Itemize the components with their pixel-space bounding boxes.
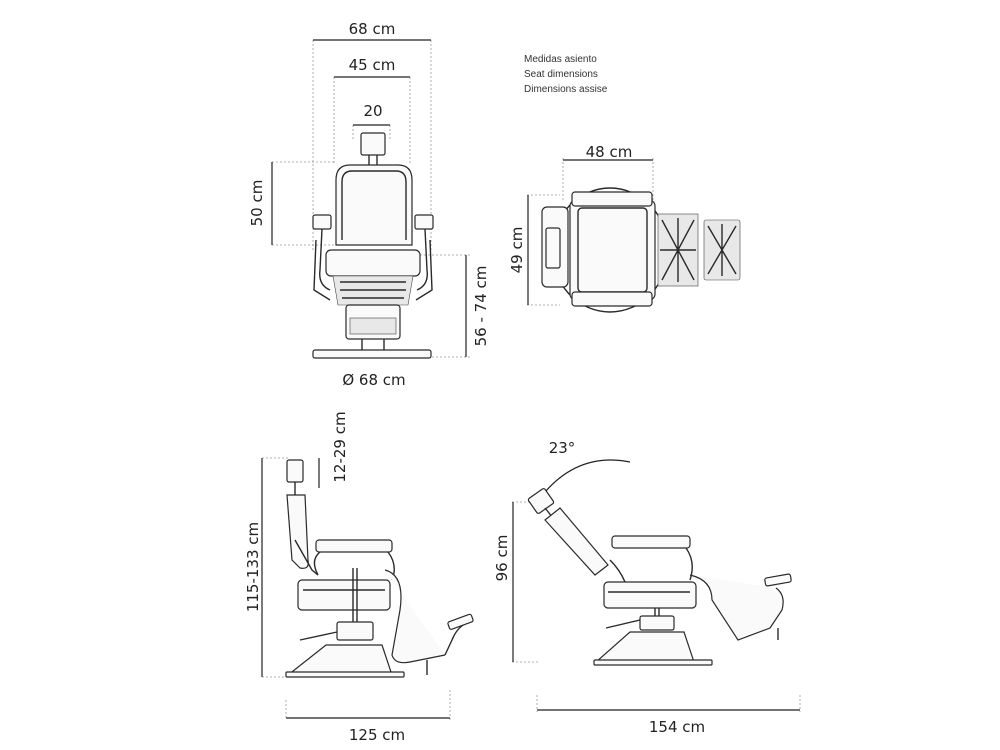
left-armrest-front: [312, 214, 332, 230]
footrest-bar-side: [384, 569, 446, 664]
label-side-length: 125 cm: [349, 726, 405, 744]
label-reclined-height: 96 cm: [493, 535, 511, 582]
label-base-diameter: Ø 68 cm: [342, 371, 405, 389]
seat-side: [297, 579, 391, 611]
label-total-height: 115-133 cm: [244, 522, 262, 612]
seat-top: [569, 199, 656, 301]
label-top-depth-49: 49 cm: [508, 227, 526, 274]
label-headrest-adjust: 12-29 cm: [331, 411, 349, 482]
angle-arc-23: [544, 459, 631, 493]
pedestal-side: [286, 644, 393, 676]
legend-en: Seat dimensions: [524, 69, 598, 80]
label-recline-angle: 23°: [549, 439, 576, 457]
base-side: [285, 671, 405, 678]
side-view: [261, 457, 474, 720]
front-view: [271, 39, 470, 359]
reclined-view: [512, 459, 801, 712]
armrest-reclined: [611, 535, 691, 549]
seat-front: [325, 249, 421, 277]
headrest-front: [360, 132, 386, 156]
footrest-bar-reclined: [689, 574, 784, 641]
base-front: [312, 349, 432, 359]
right-armrest-top: [571, 291, 653, 307]
headrest-side: [286, 459, 304, 483]
backrest-front: [335, 164, 413, 246]
right-armrest-front: [414, 214, 434, 230]
hydraulic-side: [336, 621, 374, 641]
label-backrest-50: 50 cm: [248, 180, 266, 227]
base-reclined: [593, 659, 713, 666]
left-armrest-top: [571, 191, 653, 207]
label-front-width-68: 68 cm: [349, 20, 396, 38]
label-headrest-20: 20: [363, 102, 382, 120]
backrest-reclined: [544, 507, 609, 576]
pedestal-reclined: [594, 631, 695, 663]
armrest-side: [315, 539, 393, 553]
hydraulic-reclined: [639, 615, 675, 631]
headrest-reclined: [527, 488, 555, 514]
label-front-width-45: 45 cm: [349, 56, 396, 74]
label-reclined-length: 154 cm: [649, 718, 705, 736]
label-seat-height: 56 - 74 cm: [472, 266, 490, 347]
seat-reclined: [603, 581, 697, 609]
top-view: [527, 158, 741, 313]
backrest-side: [286, 494, 309, 569]
label-top-width-48: 48 cm: [586, 143, 633, 161]
legend-es: Medidas asiento: [524, 54, 597, 65]
legend-fr: Dimensions assise: [524, 84, 608, 95]
